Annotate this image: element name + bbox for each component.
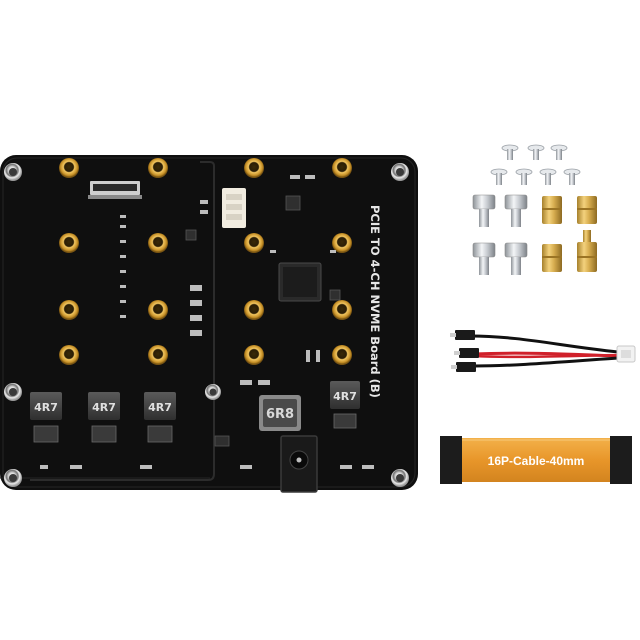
sub-board-outline: [30, 161, 215, 481]
brass-standoff-3: [542, 244, 562, 272]
board-title: PCIE TO 4-CH NVME Board (B): [368, 205, 382, 398]
flex-cable-label: 16P-Cable-40mm: [488, 454, 585, 468]
screw-flat-6: [539, 168, 557, 185]
ffc-connector: [88, 181, 142, 199]
small-ics: [185, 195, 341, 447]
inductor-2-label: 4R7: [92, 401, 116, 414]
flex-stiffener-left: [440, 436, 462, 484]
thumb-screw-1: [472, 194, 496, 227]
m2-standoff-rings: [59, 158, 352, 365]
thumb-screw-3: [472, 242, 496, 275]
screw-flat-4: [490, 168, 508, 185]
inductor-3: 4R7: [144, 392, 176, 420]
flex-stiffener-right: [610, 436, 632, 484]
thumb-screw-2: [504, 194, 528, 227]
screw-flat-2: [527, 144, 545, 160]
accessory-screws: [472, 144, 597, 275]
flex-ribbon: [462, 438, 610, 482]
pcb-board: 4R7 4R7 4R7 4R7 6R8: [0, 155, 418, 493]
brass-standoff-2: [577, 196, 597, 224]
brass-standoff-4: [577, 230, 597, 272]
main-inductor: 6R8: [259, 395, 301, 431]
mounting-holes: [4, 163, 409, 487]
fan-header: [222, 188, 246, 228]
dc-barrel-jack: [280, 435, 318, 493]
main-inductor-label: 6R8: [266, 407, 294, 422]
pcie-switch-chip: [278, 262, 322, 302]
brass-standoff-1: [542, 196, 562, 224]
inductor-1: 4R7: [30, 392, 62, 420]
pcb-substrate: [0, 155, 418, 490]
inductor-3-label: 4R7: [148, 401, 172, 414]
thumb-screw-4: [504, 242, 528, 275]
screw-flat-7: [563, 168, 581, 185]
inductor-4: 4R7: [330, 381, 360, 409]
screw-flat-3: [550, 144, 568, 160]
screw-flat-5: [515, 168, 533, 185]
inductor-2: 4R7: [88, 392, 120, 420]
inductor-support-parts: [33, 413, 357, 443]
inductor-1-label: 4R7: [34, 401, 58, 414]
flex-cable: 16P-Cable-40mm: [440, 436, 632, 484]
power-wire-cable: [450, 330, 636, 372]
screw-flat-1: [501, 144, 519, 160]
inductor-4-label: 4R7: [333, 390, 357, 403]
smd-components: [40, 175, 374, 469]
